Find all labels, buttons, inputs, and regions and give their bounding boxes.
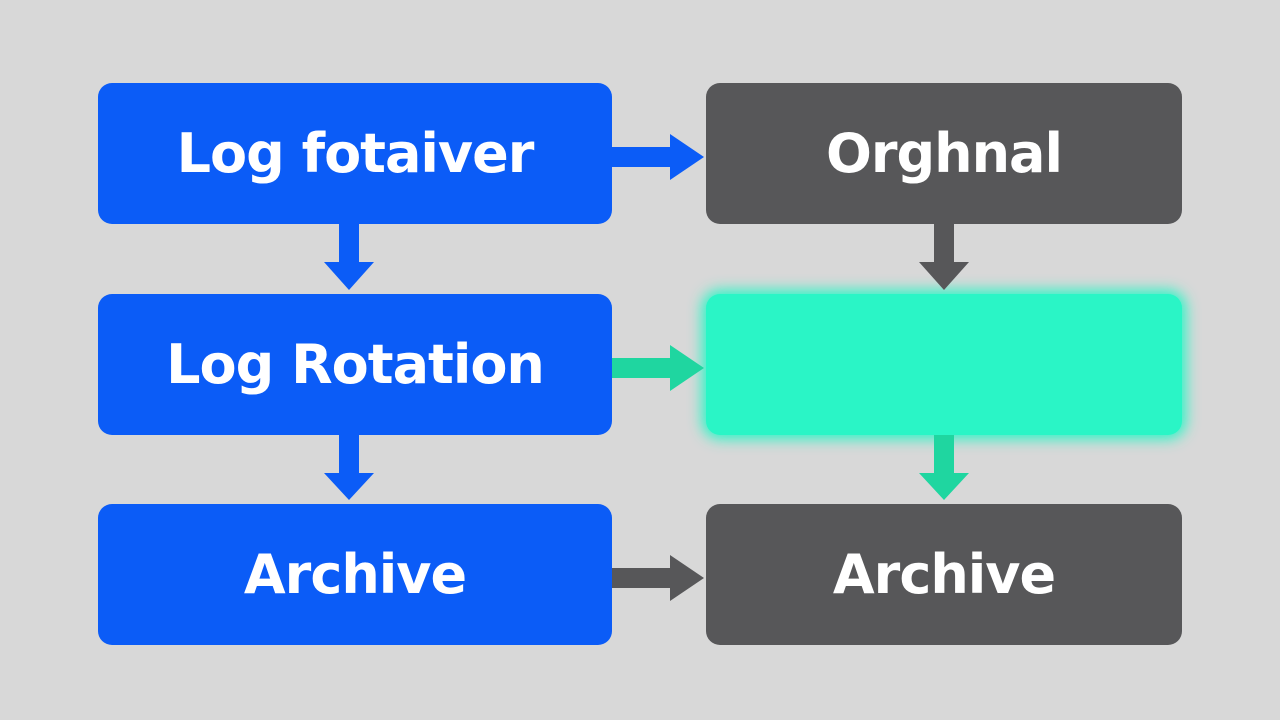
archive-left-node: Archive [98,504,612,645]
arrow-failover-to-original [612,134,704,180]
log-rotation-node: Log Rotation [98,294,612,435]
log-failover-label: Log fotaiver [176,122,535,185]
archive-right-node: Archive [706,504,1182,645]
original-label: Orghnal [825,122,1063,185]
arrow-original-to-highlighted [919,224,969,290]
archive-right-label: Archive [832,543,1056,606]
arrow-rotation-to-highlighted [612,345,704,391]
log-failover-node: Log fotaiver [98,83,612,224]
archive-left-label: Archive [243,543,467,606]
original-node: Orghnal [706,83,1182,224]
arrow-rotation-to-archive [324,435,374,500]
arrow-highlighted-to-archive [919,435,969,500]
arrow-failover-to-rotation [324,224,374,290]
arrow-archive-to-archive [612,555,704,601]
highlighted-node [706,294,1182,435]
log-rotation-label: Log Rotation [166,333,545,396]
